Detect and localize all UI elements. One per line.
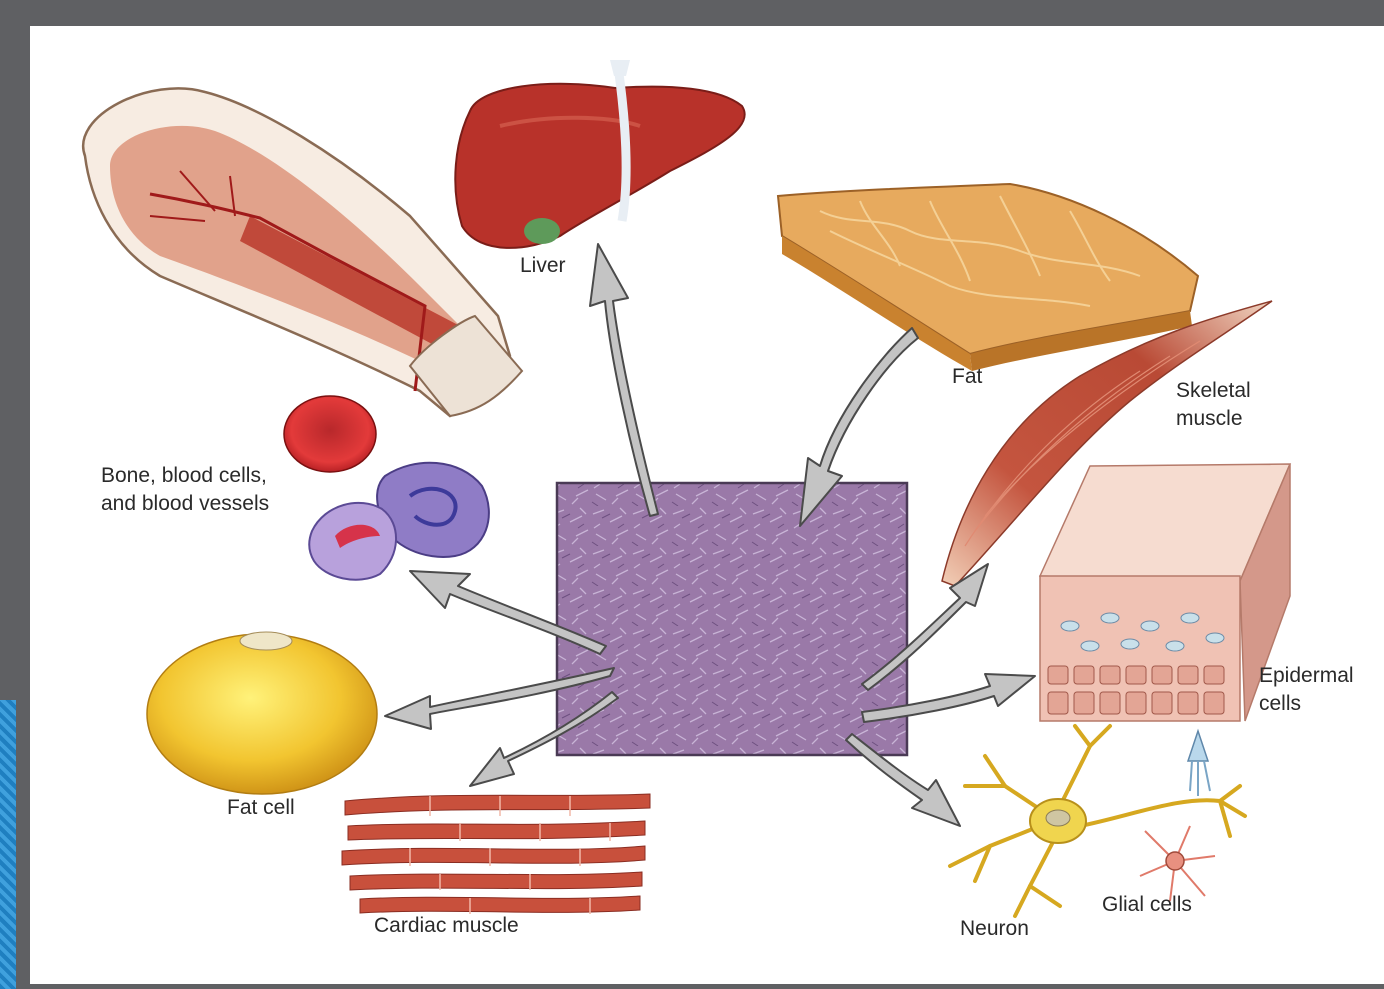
bone-illustration [83, 88, 522, 416]
label-glial-cells: Glial cells [1102, 891, 1192, 919]
glial-cells-illustration [1140, 731, 1215, 901]
fat-cell-illustration [147, 632, 377, 794]
label-skeletal-muscle: Skeletal muscle [1176, 377, 1251, 433]
label-neuron: Neuron [960, 915, 1029, 943]
label-cardiac-muscle: Cardiac muscle [374, 912, 519, 940]
cardiac-muscle-illustration [342, 794, 650, 914]
epidermal-cells-illustration [1040, 464, 1290, 721]
frame-decoration-stripe [0, 700, 16, 989]
label-fat: Fat [952, 363, 982, 391]
label-liver: Liver [520, 252, 566, 280]
label-fat-cell: Fat cell [227, 794, 295, 822]
diagram-panel: Liver Fat Skeletal muscle Bone, blood ce… [30, 26, 1384, 984]
label-bone-blood-vessels: Bone, blood cells, and blood vessels [101, 462, 269, 518]
stem-cell-culture-image [557, 483, 907, 755]
label-epidermal-cells: Epidermal cells [1259, 662, 1354, 718]
fat-tissue-illustration [778, 184, 1198, 371]
liver-illustration [455, 60, 744, 248]
blood-cells-illustration [284, 396, 489, 580]
arrow-to-liver [590, 244, 658, 516]
